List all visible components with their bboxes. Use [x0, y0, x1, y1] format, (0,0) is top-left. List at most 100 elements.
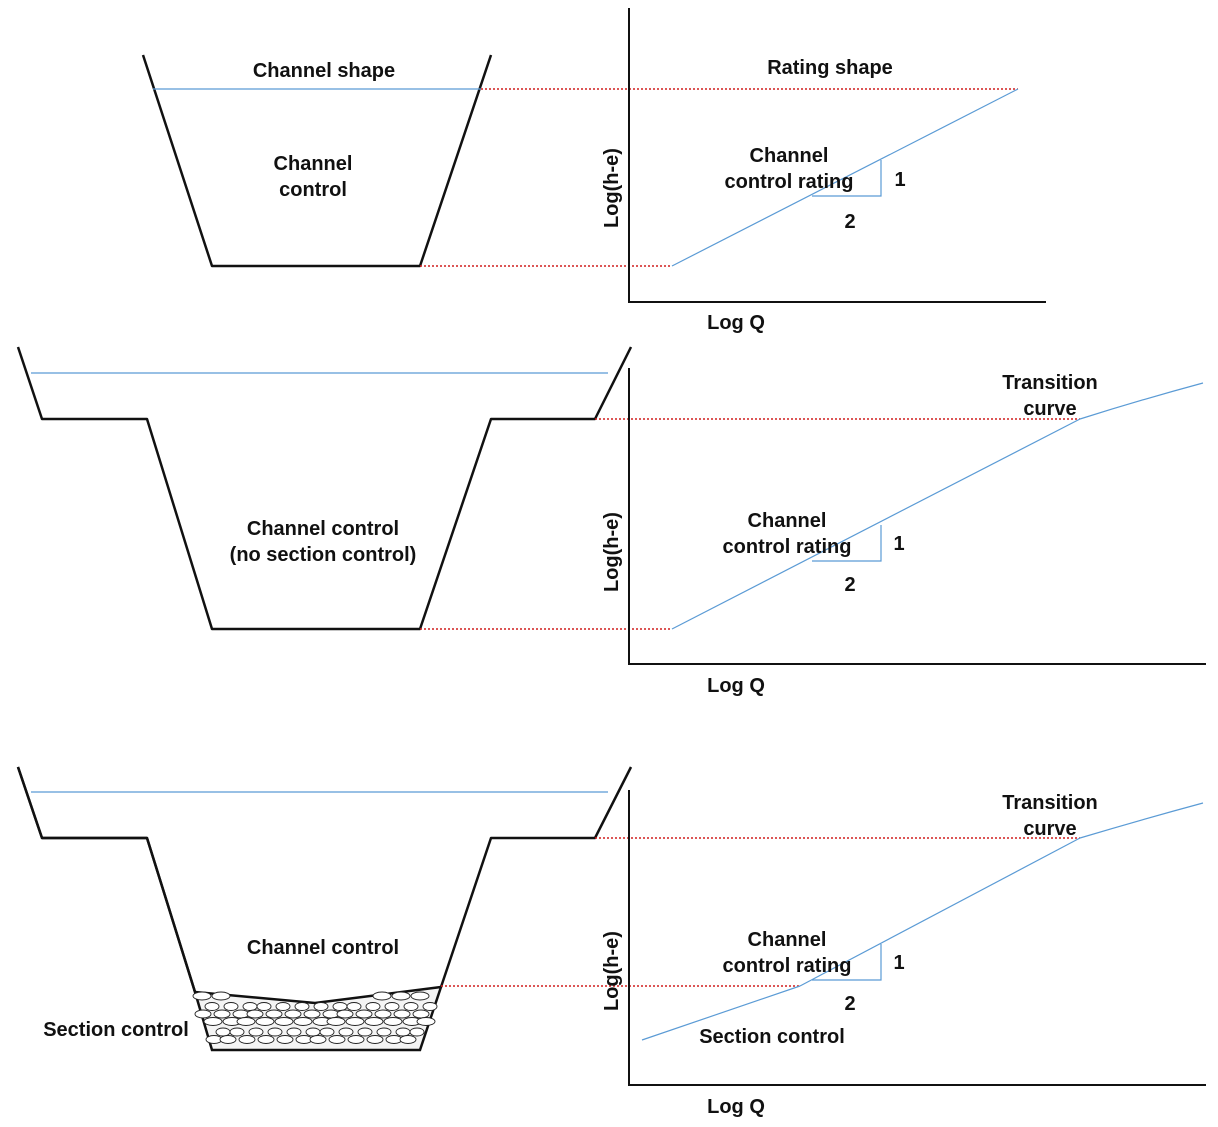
pebble: [346, 1002, 362, 1011]
panel-3-channel-section: Channel control Section control: [16, 766, 633, 1052]
pebble: [409, 1027, 425, 1037]
panel-2-y-axis-label: Log(h-e): [601, 512, 623, 592]
panel-3-slope-rise: 1: [893, 952, 904, 974]
pebble: [274, 1017, 294, 1026]
pebble: [384, 1002, 400, 1011]
panel-3-channel-outline-left: [16, 766, 197, 993]
panel-1-slope-rise: 1: [894, 169, 905, 191]
pebble: [238, 1035, 256, 1044]
pebble: [364, 1017, 384, 1026]
panel-1-curve-label-line-1: Channel: [750, 145, 829, 167]
panel-3-channel-outline-right: [439, 766, 633, 988]
pebble: [229, 1027, 245, 1037]
panel-1-graph-title: Rating shape: [767, 57, 893, 79]
pebble: [328, 1035, 346, 1044]
pebble: [326, 1017, 346, 1026]
pebble: [257, 1035, 275, 1044]
panel-2-slope-run: 2: [844, 574, 855, 596]
panel-2-transition-curve: [1079, 382, 1204, 420]
pebble: [338, 1027, 354, 1037]
panel-3-section-label: Channel control: [247, 937, 399, 959]
pebble: [246, 1009, 264, 1019]
pebble: [215, 1027, 231, 1037]
pebble: [416, 1017, 436, 1026]
pebble: [332, 1002, 348, 1011]
pebble: [347, 1035, 365, 1044]
panel-1-slope-run: 2: [844, 211, 855, 233]
panel-1-section-label-line-2: control: [279, 179, 347, 201]
panel-3-bed-label: Section control: [43, 1019, 189, 1041]
pebble: [194, 1009, 212, 1019]
pebble: [374, 1009, 392, 1019]
panel-1-channel-outline: [141, 54, 493, 268]
panel-3-pebbles: [192, 991, 438, 1044]
panel-1-section-label-line-1: Channel: [274, 153, 353, 175]
panel-1-channel-section: Channel shape Channel control: [141, 54, 493, 268]
pebble: [422, 1002, 438, 1011]
pebble: [372, 991, 392, 1001]
panel-3-x-axis-label: Log Q: [707, 1096, 765, 1118]
panel-2-curve-label-line-2: control rating: [723, 536, 852, 558]
panel-3-rating-curve: [799, 837, 1081, 987]
panel-3-lower-curve-label: Section control: [699, 1026, 845, 1048]
pebble: [355, 1009, 373, 1019]
panel-2-slope-triangle: [812, 525, 882, 562]
panel-3-channel-outline: [16, 766, 197, 993]
panel-2-section-label-line-1: Channel control: [247, 518, 399, 540]
pebble: [256, 1002, 272, 1011]
pebble: [248, 1027, 264, 1037]
pebble: [211, 991, 231, 1001]
panel-3-transition-label-line-1: Transition: [1002, 792, 1098, 814]
panel-3: Channel control Section control Transiti…: [16, 766, 1206, 1118]
pebble: [305, 1027, 321, 1037]
pebble: [319, 1027, 335, 1037]
pebble: [365, 1002, 381, 1011]
pebble: [336, 1009, 354, 1019]
pebble: [204, 1002, 220, 1011]
panel-1-section-title: Channel shape: [253, 60, 395, 82]
panel-1-rating-graph: Rating shape Channel control rating 1 2 …: [601, 8, 1046, 334]
panel-3-curve-label-line-1: Channel: [748, 929, 827, 951]
pebble: [357, 1027, 373, 1037]
pebble: [276, 1035, 294, 1044]
pebble: [393, 1009, 411, 1019]
panel-3-slope-run: 2: [844, 993, 855, 1015]
panel-3-transition-label-line-2: curve: [1023, 818, 1076, 840]
panel-3-transition-curve: [1079, 802, 1204, 839]
pebble: [383, 1017, 403, 1026]
pebble: [275, 1002, 291, 1011]
pebble: [309, 1035, 327, 1044]
pebble: [391, 991, 411, 1001]
pebble: [345, 1017, 365, 1026]
panel-2-transition-label-line-1: Transition: [1002, 372, 1098, 394]
panel-1-rating-curve: [671, 88, 1019, 267]
panel-1-curve-label-line-2: control rating: [725, 171, 854, 193]
pebble: [366, 1035, 384, 1044]
panel-2-x-axis-label: Log Q: [707, 675, 765, 697]
pebble: [376, 1027, 392, 1037]
panel-2-rating-curve: [671, 418, 1081, 630]
pebble: [294, 1002, 310, 1011]
panel-1-y-axis-label: Log(h-e): [601, 148, 623, 228]
panel-2-rating-graph: Transition curve Channel control rating …: [601, 368, 1206, 697]
pebble: [255, 1017, 275, 1026]
panel-2-channel-section: Channel control (no section control): [16, 346, 633, 631]
pebble: [242, 1002, 258, 1011]
panel-3-section-control-curve: [641, 985, 801, 1041]
panel-3-y-axis-label: Log(h-e): [601, 931, 623, 1011]
pebble: [219, 1035, 237, 1044]
pebble: [313, 1002, 329, 1011]
pebble: [293, 1017, 313, 1026]
panel-1-x-axis-label: Log Q: [707, 312, 765, 334]
pebble: [284, 1009, 302, 1019]
pebble: [403, 1002, 419, 1011]
pebble: [395, 1027, 411, 1037]
panel-3-slope-triangle: [812, 944, 882, 981]
pebble: [267, 1027, 283, 1037]
pebble: [399, 1035, 417, 1044]
panel-2-slope-rise: 1: [893, 533, 904, 555]
pebble: [410, 991, 430, 1001]
pebble: [412, 1009, 430, 1019]
pebble: [236, 1017, 256, 1026]
pebble: [213, 1009, 231, 1019]
